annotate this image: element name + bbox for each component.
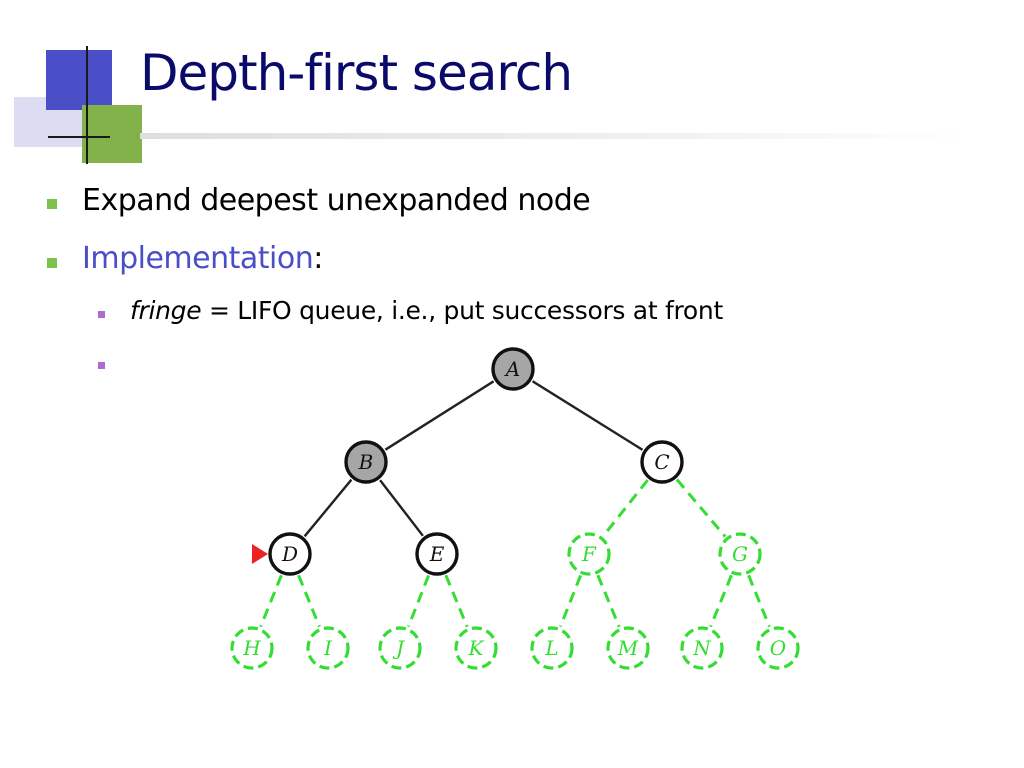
node-circle-F [567, 532, 611, 576]
node-circle-B [344, 440, 388, 484]
node-label-C: C [654, 450, 669, 474]
node-label-M: M [617, 636, 639, 660]
node-label-B: B [358, 450, 374, 474]
node-circle-D [268, 532, 312, 576]
node-label-L: L [544, 636, 558, 660]
bullet-square-icon [47, 258, 57, 268]
title-decoration-green-square [82, 105, 142, 163]
tree-edge-F-L [559, 574, 582, 628]
tree-node-N: N [680, 626, 724, 670]
tree-node-E: E [415, 532, 459, 576]
node-label-H: H [242, 636, 261, 660]
tree-node-H: H [230, 626, 274, 670]
node-circle-L [530, 626, 574, 670]
tree-edge-D-H [259, 574, 283, 628]
current-node-marker-icon [252, 544, 268, 564]
tree-edge-B-E [379, 479, 424, 537]
tree-edge-F-M [596, 574, 621, 628]
tree-edge-A-B [384, 380, 495, 451]
bullet-text-expand: Expand deepest unexpanded node [82, 183, 591, 218]
node-label-E: E [429, 542, 445, 566]
node-circle-J [378, 626, 422, 670]
node-circle-G [718, 532, 762, 576]
tree-node-C: C [640, 440, 684, 484]
tree-edge-G-N [709, 574, 733, 628]
fringe-definition: = LIFO queue, i.e., put successors at fr… [201, 296, 723, 325]
bullet-text-implementation: Implementation: [82, 241, 323, 276]
node-circle-C [640, 440, 684, 484]
fringe-term: fringe [130, 296, 202, 325]
title-decoration-horizontal-line [48, 136, 110, 138]
tree-node-K: K [454, 626, 498, 670]
node-label-J: J [392, 636, 405, 660]
node-label-I: I [323, 636, 333, 660]
sub-bullet-square-icon [98, 362, 105, 369]
node-label-F: F [581, 542, 597, 566]
title-underline [140, 133, 970, 139]
node-circle-M [606, 626, 650, 670]
tree-edge-G-O [747, 574, 771, 628]
implementation-colon: : [313, 241, 323, 276]
tree-edge-B-D [303, 478, 353, 538]
tree-edge-E-J [407, 574, 430, 628]
node-circle-H [230, 626, 274, 670]
node-circle-O [756, 626, 800, 670]
node-circle-N [680, 626, 724, 670]
node-circle-A [491, 347, 535, 391]
node-label-G: G [732, 542, 748, 566]
tree-edge-A-C [531, 380, 644, 451]
tree-edge-C-F [602, 479, 649, 537]
title-decoration-vertical-line [86, 46, 88, 164]
tree-node-B: B [344, 440, 388, 484]
node-label-N: N [692, 636, 712, 660]
node-circle-E [415, 532, 459, 576]
tree-node-F: F [567, 532, 611, 576]
node-circle-I [306, 626, 350, 670]
node-circle-K [454, 626, 498, 670]
bullet-square-icon [47, 199, 57, 209]
slide-title: Depth-first search [140, 44, 573, 102]
tree-node-D: D [252, 532, 312, 576]
node-label-O: O [770, 636, 786, 660]
tree-node-G: G [718, 532, 762, 576]
tree-edge-D-I [297, 574, 321, 628]
tree-node-M: M [606, 626, 650, 670]
tree-edge-C-G [675, 478, 727, 538]
tree-node-A: A [491, 347, 535, 391]
tree-node-L: L [530, 626, 574, 670]
tree-node-J: J [378, 626, 422, 670]
node-label-K: K [468, 636, 485, 660]
implementation-label: Implementation [82, 241, 314, 276]
tree-node-I: I [306, 626, 350, 670]
sub-bullet-text-fringe: fringe = LIFO queue, i.e., put successor… [130, 296, 723, 325]
node-label-D: D [281, 542, 298, 566]
node-label-A: A [504, 357, 520, 381]
sub-bullet-square-icon [98, 311, 105, 318]
title-decoration-blue-square [46, 50, 112, 110]
tree-edge-E-K [444, 574, 469, 628]
tree-node-O: O [756, 626, 800, 670]
